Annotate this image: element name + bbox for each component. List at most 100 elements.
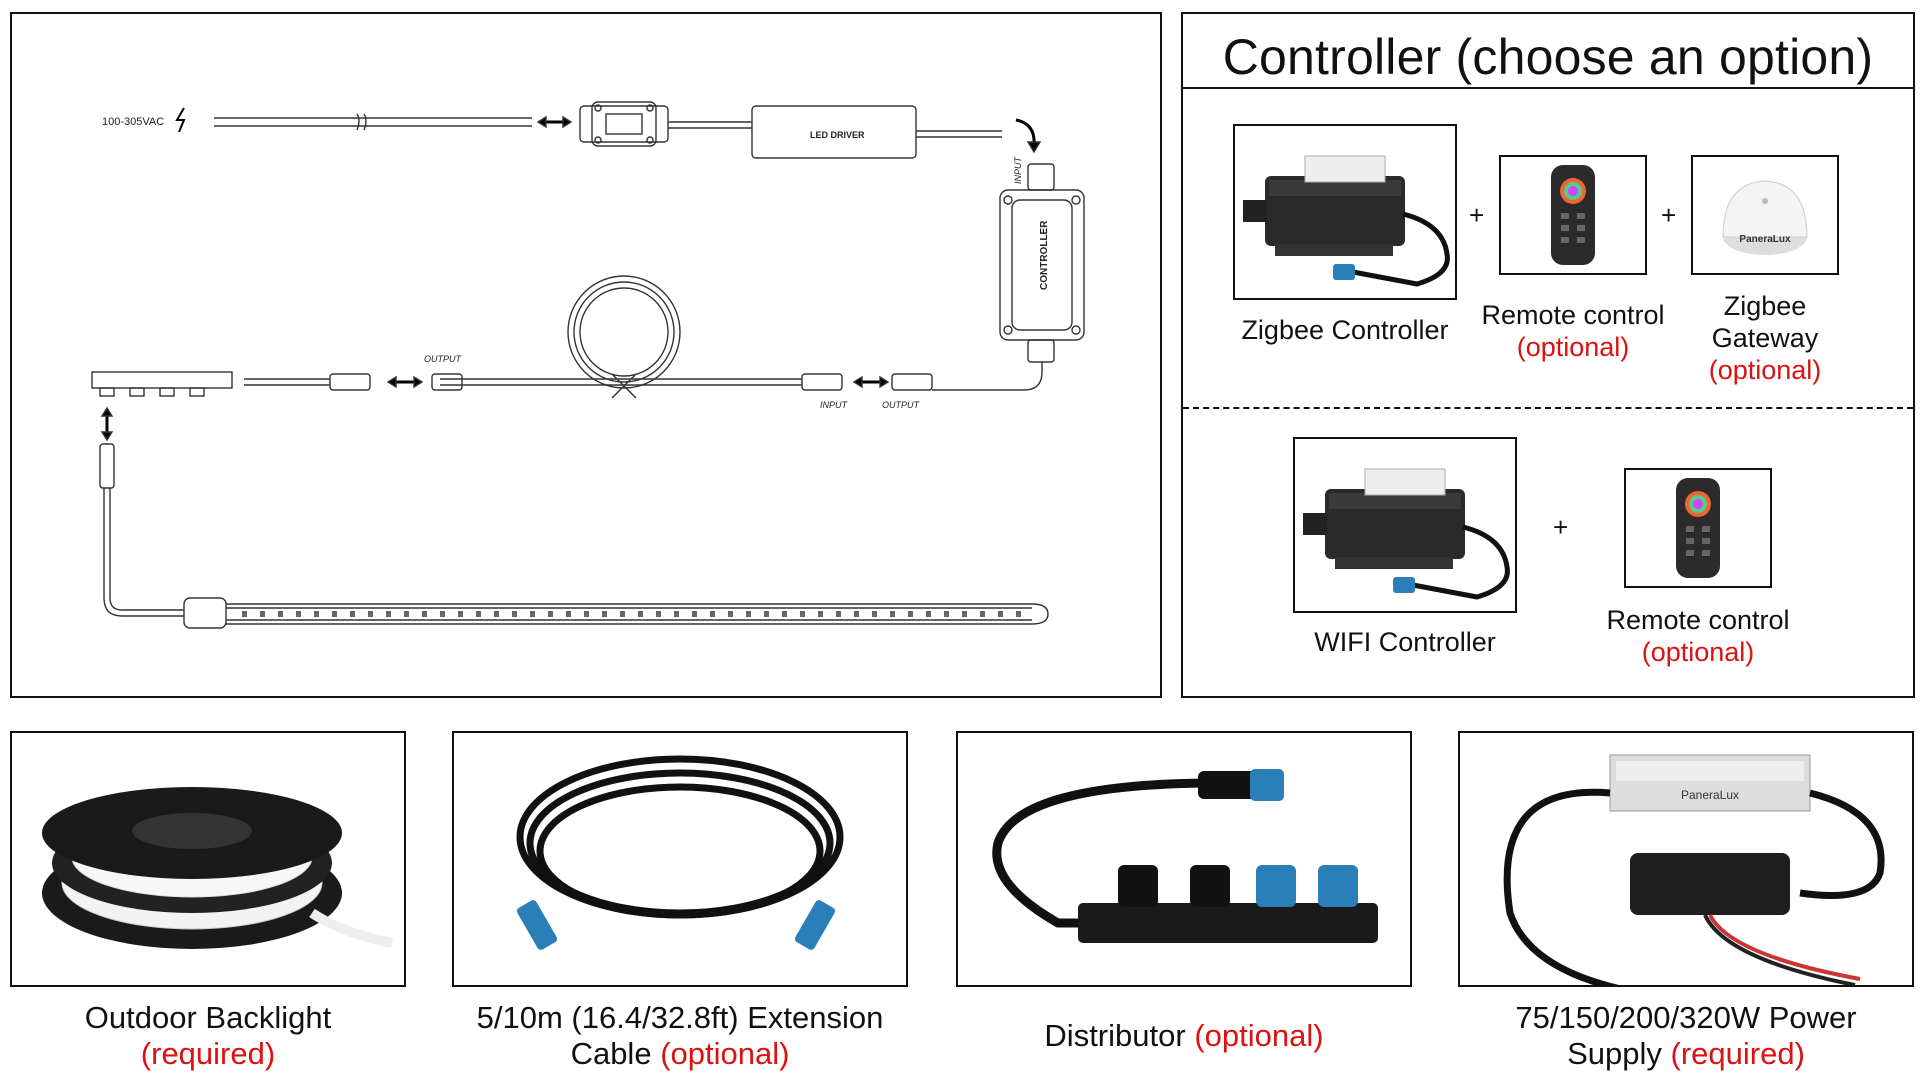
led-dot <box>836 611 841 617</box>
led-dot <box>782 611 787 617</box>
product-title: Outdoor Backlight <box>84 1000 332 1035</box>
remote-optional-note: (optional) <box>1516 332 1630 362</box>
led-dot <box>800 611 805 617</box>
led-driver: LED DRIVER <box>751 105 917 159</box>
output-label: OUTPUT <box>882 400 921 410</box>
led-dot <box>314 611 319 617</box>
led-driver-label: LED DRIVER <box>810 130 865 140</box>
output-connector <box>891 373 933 391</box>
power-supply-label: 75/150/200/320W Power Supply (required) <box>1438 1000 1920 1072</box>
wiring-diagram-panel: 100-305VAC LED DRIVER <box>10 12 1162 698</box>
remote-label-text: Remote control <box>1606 605 1790 635</box>
controller-label: CONTROLLER <box>1039 220 1050 290</box>
gateway-optional-note: (optional) <box>1708 355 1822 385</box>
outdoor-backlight-label: Outdoor Backlight (required) <box>10 1000 406 1072</box>
led-dot <box>530 611 535 617</box>
led-dot <box>746 611 751 617</box>
wifi-controller-label: WIFI Controller <box>1314 627 1496 657</box>
output-label-2: OUTPUT <box>424 354 463 364</box>
led-dot <box>332 611 337 617</box>
led-dots <box>242 611 1021 617</box>
led-dot <box>476 611 481 617</box>
zigbee-remote-label: Remote control (optional) <box>1473 299 1673 363</box>
led-dot <box>584 611 589 617</box>
led-dot <box>638 611 643 617</box>
led-dot <box>278 611 283 617</box>
led-dot <box>854 611 859 617</box>
led-dot <box>980 611 985 617</box>
plus-sign: + <box>1661 200 1677 230</box>
led-dot <box>404 611 409 617</box>
extension-cable-image <box>452 731 908 987</box>
led-strip <box>183 597 1049 629</box>
input-connector <box>801 373 843 391</box>
led-dot <box>674 611 679 617</box>
led-dot <box>872 611 877 617</box>
zigbee-gateway-image: PaneraLux <box>1691 155 1839 275</box>
product-title: 5/10m (16.4/32.8ft) Extension <box>476 1000 884 1035</box>
product-title: Distributor <box>1044 1018 1186 1053</box>
led-dot <box>422 611 427 617</box>
distributor-label: Distributor (optional) <box>956 1018 1412 1054</box>
remote-control-image <box>1499 155 1647 275</box>
vertical-arrow-icon <box>100 406 114 442</box>
led-dot <box>350 611 355 617</box>
led-dot <box>728 611 733 617</box>
double-arrow-icon <box>386 375 424 389</box>
option-divider <box>1183 407 1913 409</box>
led-dot <box>494 611 499 617</box>
led-dot <box>998 611 1003 617</box>
plus-sign: + <box>1469 200 1485 230</box>
controller-panel: Controller (choose an option) + + Pane <box>1181 12 1915 698</box>
gateway-brand-label: PaneraLux <box>1739 234 1791 245</box>
wifi-controller-image <box>1293 437 1517 613</box>
controller-input-label: INPUT <box>1013 155 1023 184</box>
zigbee-controller-label: Zigbee Controller <box>1241 315 1449 345</box>
wiring-diagram: 100-305VAC LED DRIVER <box>91 101 1085 629</box>
distributor-image <box>956 731 1412 987</box>
remote-label-text: Remote control <box>1481 300 1665 330</box>
led-dot <box>242 611 247 617</box>
led-dot <box>440 611 445 617</box>
led-dot <box>890 611 895 617</box>
double-arrow-icon <box>852 375 890 389</box>
led-dot <box>458 611 463 617</box>
led-dot <box>296 611 301 617</box>
led-dot <box>962 611 967 617</box>
led-dot <box>566 611 571 617</box>
remote-control-image <box>1624 468 1772 588</box>
led-dot <box>944 611 949 617</box>
led-dot <box>818 611 823 617</box>
led-dot <box>620 611 625 617</box>
required-note: (required) <box>1670 1036 1805 1071</box>
led-dot <box>656 611 661 617</box>
led-dot <box>908 611 913 617</box>
product-title-line2: Cable <box>570 1036 652 1071</box>
controller-unit: CONTROLLER INPUT <box>999 155 1085 363</box>
product-title: 75/150/200/320W Power <box>1515 1000 1857 1035</box>
extension-cable-coil <box>567 275 681 399</box>
product-title-line2: Supply <box>1567 1036 1662 1071</box>
led-dot <box>368 611 373 617</box>
wifi-remote-label: Remote control (optional) <box>1588 604 1808 668</box>
extension-cable-label: 5/10m (16.4/32.8ft) Extension Cable (opt… <box>432 1000 928 1072</box>
led-dot <box>692 611 697 617</box>
plus-sign: + <box>1553 512 1569 542</box>
zigbee-gateway-label: Zigbee Gateway (optional) <box>1683 290 1847 386</box>
title-divider <box>1183 87 1913 89</box>
required-note: (required) <box>140 1036 276 1071</box>
led-dot <box>926 611 931 617</box>
double-arrow-icon <box>536 115 573 129</box>
input-label: INPUT <box>820 400 849 410</box>
voltage-label: 100-305VAC <box>102 116 164 128</box>
optional-note: (optional) <box>1194 1018 1324 1053</box>
power-bolt-icon <box>175 107 186 133</box>
distributor <box>91 371 233 397</box>
junction-box <box>579 101 669 147</box>
led-dot <box>512 611 517 617</box>
led-dot <box>710 611 715 617</box>
led-dot <box>548 611 553 617</box>
led-dot <box>1016 611 1021 617</box>
output-connector <box>431 373 463 391</box>
led-dot <box>764 611 769 617</box>
